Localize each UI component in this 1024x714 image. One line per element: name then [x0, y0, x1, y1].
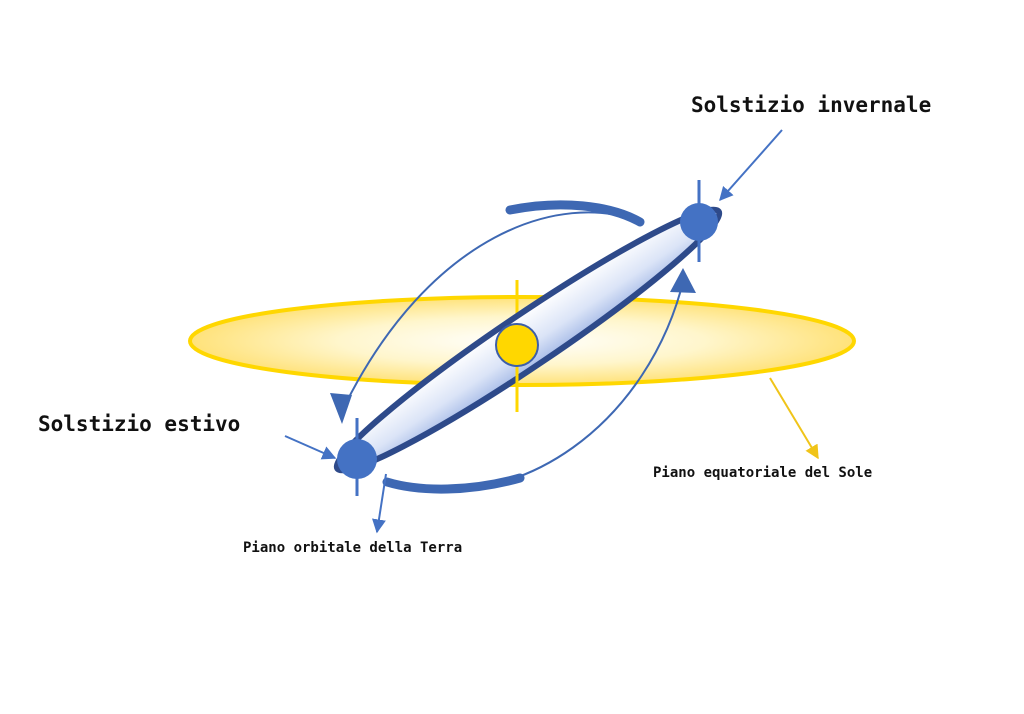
label-sun-equatorial-plane: Piano equatoriale del Sole: [653, 465, 872, 481]
pointer-summer: [284, 435, 337, 460]
label-summer-solstice: Solstizio estivo: [38, 412, 240, 436]
label-winter-solstice: Solstizio invernale: [691, 93, 931, 117]
orbit-arrow-upper-head: [330, 393, 352, 424]
earth-winter-icon: [680, 203, 718, 241]
orbit-arrow-lower-body: [389, 277, 685, 492]
orbit-arrow-lower-head: [670, 268, 696, 293]
pointer-winter: [719, 129, 783, 202]
orbit-arrow-upper-tail: [505, 200, 645, 227]
pointer-orbital-plane: [372, 473, 387, 534]
sun-icon: [495, 323, 539, 367]
label-earth-orbital-plane: Piano orbitale della Terra: [243, 540, 462, 556]
orbit-arrow-upper-body: [344, 211, 641, 406]
pointer-equatorial-plane: [769, 377, 819, 460]
earth-summer-icon: [337, 439, 377, 479]
